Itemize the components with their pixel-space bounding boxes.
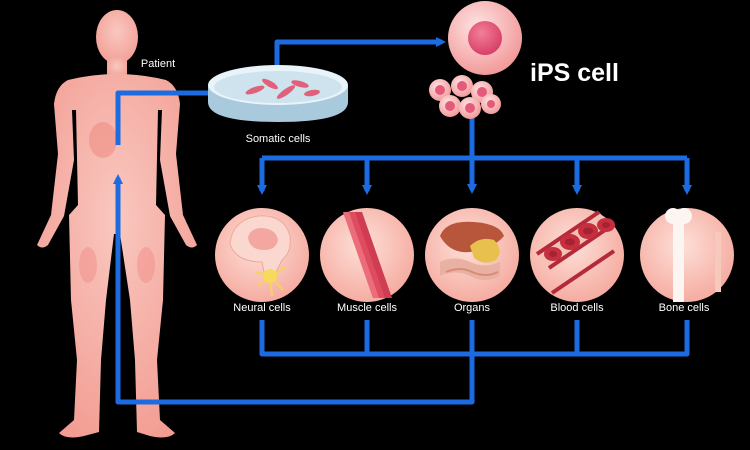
organs-label: Organs xyxy=(453,302,491,314)
petri-dish-icon xyxy=(208,65,348,122)
bone-cells-label: Bone cells xyxy=(658,302,710,314)
muscle-icon xyxy=(320,208,414,302)
human-body-icon xyxy=(37,10,197,438)
neural-cells-label: Neural cells xyxy=(233,302,291,314)
bone-icon xyxy=(640,208,734,302)
ips-cell-icon xyxy=(429,1,522,119)
blood-cells-label: Blood cells xyxy=(550,302,604,314)
arrow-return-to-body xyxy=(113,174,475,405)
arrow-body-to-dish xyxy=(115,88,238,145)
muscle-cells-label: Muscle cells xyxy=(337,302,397,314)
patient-label: Patient xyxy=(140,58,176,70)
ips-cell-title: iPS cell xyxy=(530,59,619,87)
blood-icon xyxy=(530,208,624,302)
neural-icon xyxy=(215,208,309,302)
arrow-dish-to-ips xyxy=(274,37,446,70)
somatic-cells-label: Somatic cells xyxy=(245,133,311,145)
arrows xyxy=(113,37,692,405)
organs-icon xyxy=(425,208,519,302)
